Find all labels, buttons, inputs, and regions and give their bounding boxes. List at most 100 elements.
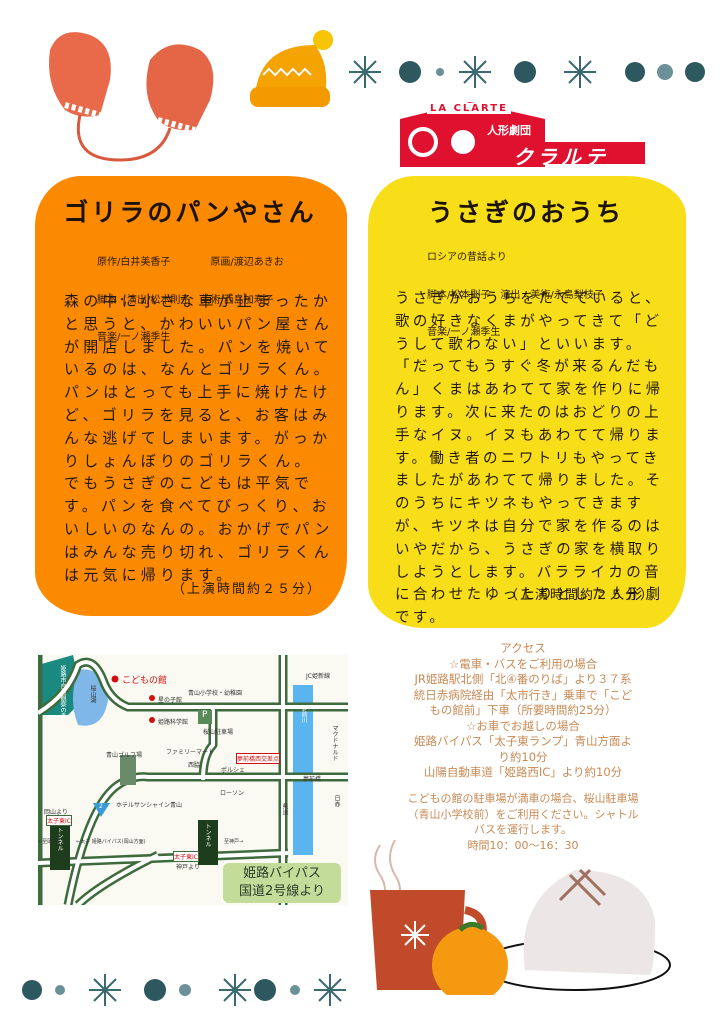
credit-line: 脚本/松本則子 演出・美術/永島梨枝子 <box>427 289 604 301</box>
access-line: 山陽自動車道「姫路西IC」より約10分 <box>423 765 623 779</box>
play1-credits: 原作/白井美香子 原画/渡辺あきお 脚本・演出/松本則子 美術/西島加寿子 音楽… <box>97 232 284 357</box>
map-nisseki: 日赤 <box>333 795 340 807</box>
map-jr: JC姫新線 <box>306 673 330 680</box>
parking-line: 時間10：00〜16：30 <box>467 838 579 852</box>
map-kodomo: こどもの館 <box>122 676 168 686</box>
parking-line: こどもの館の駐車場が満車の場合、桜山駐車場 <box>407 792 639 805</box>
play1-duration: （上演時間約２５分） <box>172 582 323 597</box>
access-line: ☆電車・バスをご利用の場合 <box>448 656 598 671</box>
play1-panel <box>35 176 347 616</box>
synopsis-line: いやだから、うさぎの家を横取り <box>395 541 664 558</box>
map-golf: 青山ゴルフ場 <box>106 752 143 759</box>
access-line: 統日赤病院経由「太市行き」乗車で「こど <box>413 687 633 702</box>
credit-line: 原作/白井美香子 原画/渡辺あきお <box>97 257 284 268</box>
synopsis-line: のうちにキツネもやってきます <box>395 496 645 513</box>
map-route-no: 2 <box>99 803 103 810</box>
synopsis-line: でもうさぎのこどもは平気で <box>64 474 314 493</box>
access-line: アクセス <box>500 641 546 655</box>
map-lawson: ローソン <box>220 790 245 797</box>
map-hoshinoko: 星の子館 <box>158 697 183 704</box>
access-line: JR姫路駅北側「北④番のりば」より３７系 <box>414 672 632 686</box>
map-porsche: ポルシェ <box>221 767 246 774</box>
access-map: 姫路市自然観察の森 桜山湖 こどもの館 星の子館 姫路科学館 青山小学校・幼稚園… <box>38 655 348 905</box>
synopsis-line: と思うと、かわいいパン屋さん <box>64 314 333 333</box>
map-lake: 桜山湖 <box>89 685 96 703</box>
synopsis-line: りしょんぼりのゴリラくん。 <box>64 451 314 470</box>
map-kendo: 県道 <box>281 803 288 815</box>
synopsis-line: す。働き者のニワトリもやってき <box>395 450 661 467</box>
map-tunnel1: トンネル <box>56 827 63 851</box>
map-tunnel2: トンネル <box>204 823 211 847</box>
credit-line: 脚本・演出/松本則子 美術/西島加寿子 <box>97 294 274 306</box>
credit-line: 音楽/一ノ瀬季生 <box>97 332 171 343</box>
mug-orange-bun-illustration <box>370 840 671 995</box>
map-caption-line1: 姫路バイパス <box>243 866 321 881</box>
parking-line: （青山小学校前）をご利用ください。シャトル <box>407 807 639 821</box>
access-line: ☆お車でお越しの場合 <box>466 718 580 733</box>
synopsis-line: す。パンを食べてびっくり、お <box>64 497 331 516</box>
knit-hat-illustration <box>250 30 333 107</box>
synopsis-line: 歌の好きなくまがやってきて「ど <box>395 313 663 330</box>
access-line: もの館前」下車（所要時間約25分） <box>429 703 617 717</box>
synopsis-line: うして歌わない」といいます。 <box>395 336 644 353</box>
map-bridge: 夢前橋 <box>303 776 322 783</box>
map-from-kobe: 神戸より <box>176 864 200 871</box>
map-river: 夢前川 <box>300 705 307 723</box>
snowflake-dots-bottom <box>22 974 346 1006</box>
access-line: 姫路バイパス「太子東ランプ」青山方面よ <box>414 734 632 748</box>
map-forest: 姫路市自然観察の森 <box>59 665 66 719</box>
synopsis-line: ります。次に来たのはおどりの上 <box>395 404 663 421</box>
map-caption-line2: 国道2号線より <box>238 884 325 899</box>
map-familymart: ファミリーマート <box>166 749 215 756</box>
snowflake-dots-top <box>349 56 705 88</box>
synopsis-line: いるのは、なんとゴリラくん。 <box>64 360 333 379</box>
synopsis-line: んな逃げてしまいます。がっか <box>64 428 332 447</box>
credit-line: 音楽/一ノ瀬季生 <box>427 327 501 338</box>
map-science: 姫路科学館 <box>158 719 189 726</box>
credit-line: ロシアの昔話より <box>427 252 507 263</box>
synopsis-line: いしいのなんの。おかげでパン <box>64 519 334 538</box>
synopsis-line: です。 <box>395 610 448 627</box>
play2-duration: （上演時間約２５分） <box>505 588 656 603</box>
synopsis-line: が、キツネは自分で家を作るのは <box>395 518 664 535</box>
map-to-kobe: 至神戸→ <box>224 839 244 845</box>
synopsis-line: 手なイヌ。イヌもあわてて帰りま <box>395 427 664 444</box>
parking-info: こどもの館の駐車場が満車の場合、桜山駐車場 （青山小学校前）をご利用ください。シャ… <box>378 791 668 853</box>
synopsis-line: 「だってもうすぐ冬が来るんだも <box>395 359 662 376</box>
access-line: り約10分 <box>498 749 548 764</box>
map-parking: P <box>202 710 208 720</box>
map-ic1: 太子東IC <box>46 815 72 826</box>
la-clarte-logo: LA CLARTE 人形劇団 クラルテ <box>395 97 645 169</box>
map-nishiwaki: 西脇 <box>188 762 201 769</box>
synopsis-line: ど、ゴリラを見ると、お客はみ <box>64 405 332 424</box>
synopsis-line: ましたがあわてて帰りました。そ <box>395 473 664 490</box>
synopsis-line: ん」くまはあわてて家を作りに帰 <box>395 382 664 399</box>
play1-synopsis: 森の中に小さな車が止まったかと思うと、かわいいパン屋さんが開店しました。パンを焼… <box>64 290 334 586</box>
play2-credits: ロシアの昔話より 脚本/松本則子 演出・美術/永島梨枝子 音楽/一ノ瀬季生 <box>427 227 604 352</box>
play2-panel <box>368 176 686 628</box>
play2-title: うさぎのおうち <box>427 198 624 227</box>
logo-text-main: クラルテ <box>513 145 609 169</box>
logo-text-sub: 人形劇団 <box>487 124 531 137</box>
map-bypass: ←太子 姫路バイパス(岡山方面) <box>76 839 146 845</box>
map-from-okayama: 岡山より <box>44 809 68 816</box>
play2-synopsis: うさぎがおうちをたてていると、歌の好きなくまがやってきて「どうして歌わない」とい… <box>395 288 664 630</box>
mittens-illustration <box>49 32 214 162</box>
map-caption: 姫路バイパス 国道2号線より <box>223 863 341 903</box>
synopsis-line: が開店しました。パンを焼いて <box>64 337 334 356</box>
play1-title: ゴリラのパンやさん <box>63 198 317 227</box>
map-school: 青山小学校・幼稚園 <box>188 690 243 697</box>
map-ic2: 太子東IC <box>173 851 199 862</box>
map-hotel: ホテルサンシャイン青山 <box>116 802 183 809</box>
synopsis-line: うさぎがおうちをたてていると、 <box>395 291 663 307</box>
map-crossing: 夢前橋西交差点 <box>236 753 281 764</box>
map-mcd: マクドナルド <box>331 725 338 761</box>
map-to-okayama: ←至岡山 <box>38 839 58 845</box>
synopsis-line: 森の中に小さな車が止まったか <box>64 292 333 310</box>
map-parking-label: 桜山駐車場 <box>203 729 234 736</box>
synopsis-line: は元気に帰ります。 <box>64 565 236 584</box>
synopsis-line: しようとします。バラライカの音 <box>395 564 663 581</box>
synopsis-line: はみんな売り切れ、ゴリラくん <box>64 542 333 561</box>
parking-line: バスを運行します。 <box>474 823 572 836</box>
